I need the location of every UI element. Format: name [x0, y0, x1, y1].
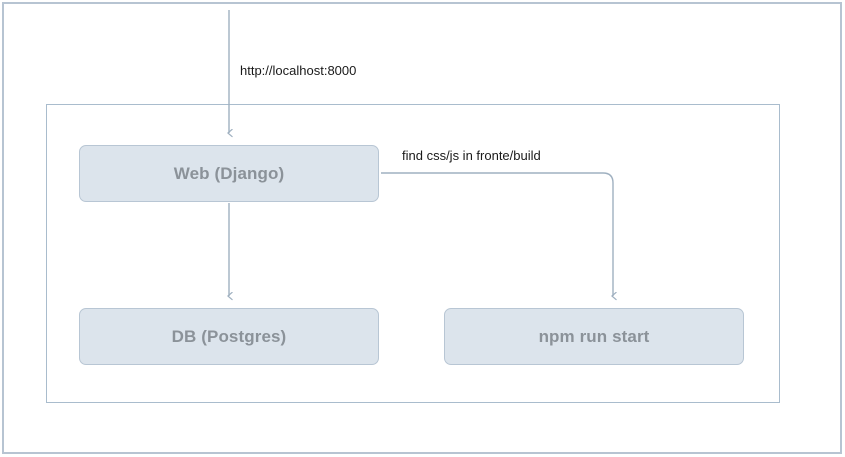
node-db-postgres[interactable]: DB (Postgres)	[79, 308, 379, 365]
node-db-postgres-label: DB (Postgres)	[171, 326, 287, 346]
edge-label-http-localhost: http://localhost:8000	[240, 63, 357, 78]
inner-container-group	[46, 104, 780, 403]
node-npm-run-start[interactable]: npm run start	[444, 308, 744, 365]
edge-label-find-css-js: find css/js in fronte/build	[402, 148, 541, 163]
node-web-django-label: Web (Django)	[173, 163, 285, 183]
node-npm-run-start-label: npm run start	[538, 326, 650, 346]
node-web-django[interactable]: Web (Django)	[79, 145, 379, 202]
